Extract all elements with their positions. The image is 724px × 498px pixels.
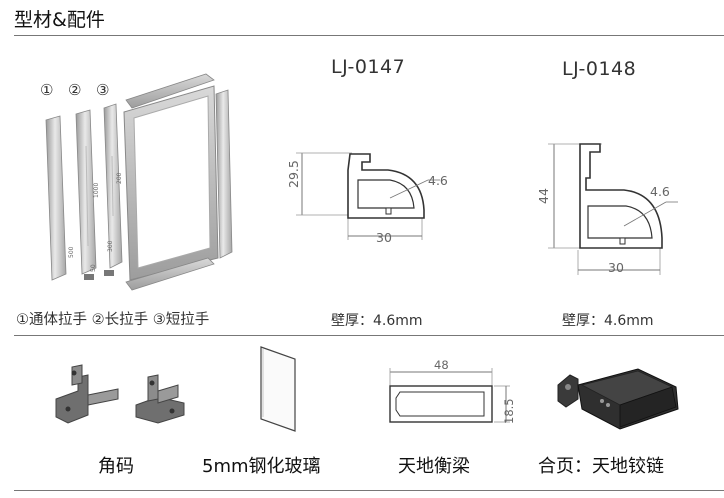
corner-bracket-image	[48, 355, 198, 430]
accessory-caption-rail: 天地衡梁	[398, 456, 470, 477]
bottom-rail	[125, 257, 215, 291]
profile-thickness-lj0148: 壁厚：4.6mm	[562, 313, 654, 329]
handle-illustration: ① ② ③	[0, 36, 290, 306]
marker-3: ③	[96, 81, 110, 99]
hinge-image	[548, 355, 698, 440]
handle-bar-1	[45, 115, 67, 281]
marker-1: ①	[40, 81, 54, 99]
rail-width-label: 48	[434, 358, 449, 372]
profile-model-lj0147: LJ-0147	[331, 56, 406, 78]
profile-height-lj0147: 29.5	[286, 160, 301, 188]
handle-drawing	[45, 73, 233, 291]
rail-height-label: 18.5	[502, 398, 516, 424]
profile-height-lj0148: 44	[536, 188, 551, 204]
dim-label-500: 500	[68, 246, 75, 258]
handle-bar-2	[75, 109, 97, 275]
profile-width-lj0148: 30	[608, 260, 624, 275]
profile-model-lj0148: LJ-0148	[562, 58, 637, 80]
handle-legend: ①通体拉手 ②长拉手 ③短拉手	[16, 312, 210, 328]
glass-image	[255, 345, 303, 435]
profile-svg-lj0147	[296, 152, 440, 240]
profile-radius-lj0148: 4.6	[650, 184, 670, 199]
bottom-divider	[14, 490, 724, 491]
profile-width-lj0147: 30	[376, 230, 392, 245]
profile-thickness-lj0147: 壁厚：4.6mm	[331, 313, 423, 329]
dim-label-50: 50	[90, 264, 97, 272]
accessory-caption-hinge: 合页：天地铰链	[538, 456, 664, 477]
glass-panel	[133, 95, 211, 269]
accessory-caption-corner: 角码	[98, 456, 134, 477]
page-title: 型材&配件	[14, 9, 105, 31]
profile-drawing-lj0147: 29.5 4.6 30	[272, 140, 448, 255]
marker-2: ②	[68, 81, 82, 99]
top-rail	[125, 73, 215, 109]
accessory-caption-glass: 5mm钢化玻璃	[202, 456, 321, 477]
dim-label-1000: 1000	[93, 182, 100, 198]
dim-label-300: 300	[107, 240, 114, 252]
profile-drawing-lj0148: 44 4.6 30	[532, 130, 714, 280]
dim-label-200: 200	[116, 172, 123, 184]
top-divider	[14, 35, 724, 36]
profile-radius-lj0147: 4.6	[428, 173, 448, 188]
middle-divider	[14, 335, 724, 336]
profile-svg-lj0148	[548, 143, 678, 275]
rail-drawing: 48 18.5	[380, 358, 520, 430]
right-stile	[215, 89, 233, 259]
